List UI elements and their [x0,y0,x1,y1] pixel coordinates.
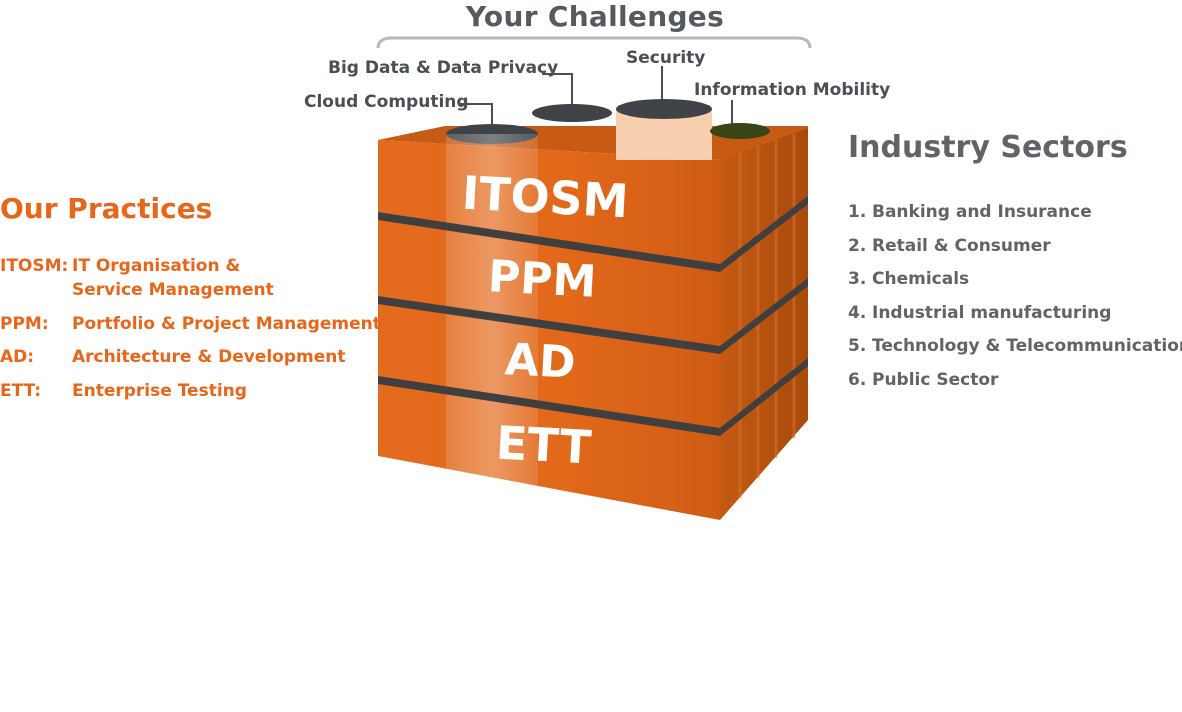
sector-item: 2.Retail & Consumer [848,236,1051,256]
sector-label: Retail & Consumer [872,236,1051,256]
sector-number: 5. [848,336,867,356]
sector-item: 5.Technology & Telecommunications [848,336,1182,356]
sector-number: 3. [848,269,867,289]
sector-number: 4. [848,303,867,323]
sector-item: 4.Industrial manufacturing [848,303,1111,323]
practice-ett: ETT: Enterprise Testing [0,381,360,403]
sector-label: Technology & Telecommunications [872,336,1182,356]
practice-desc: IT Organisation & [72,256,241,276]
challenges-title: Your Challenges [465,0,725,33]
cylinder-security [616,99,712,119]
cube-layer-ad: AD [503,334,577,389]
practice-desc-line2: Service Management [72,280,274,300]
challenge-information-mobility: Information Mobility [694,80,891,100]
sector-number: 1. [848,202,867,222]
practice-desc: Portfolio & Project Management [72,314,381,334]
practice-abbr: AD: [0,347,35,367]
sector-number: 6. [848,370,867,390]
practice-desc: Enterprise Testing [72,381,247,401]
cube-layer-itosm: ITOSM [460,165,630,229]
practice-ppm: PPM: Portfolio & Project Management [0,314,381,336]
challenges-bracket [376,36,812,49]
practice-ad: AD: Architecture & Development [0,347,360,369]
practice-abbr: ETT: [0,381,42,401]
cube-side-ribs [738,134,796,498]
sector-item: 3.Chemicals [848,269,969,289]
cube-layer-ppm: PPM [486,251,598,308]
practice-desc: Architecture & Development [72,347,346,367]
challenge-big-data: Big Data & Data Privacy [328,58,559,78]
sector-item: 1.Banking and Insurance [848,202,1092,222]
sector-label: Chemicals [872,269,970,289]
cylinder-big-data [532,104,612,122]
cube-layer-ett: ETT [494,415,593,475]
sector-number: 2. [848,236,867,256]
sector-label: Banking and Insurance [872,202,1092,222]
cube-side-face [720,128,808,520]
sector-label: Public Sector [872,370,999,390]
connector-lines [458,66,733,126]
challenge-security: Security [626,48,706,68]
sector-label: Industrial manufacturing [872,303,1112,323]
practice-abbr: ITOSM: [0,256,69,276]
practice-itosm: ITOSM: IT Organisation & Service Managem… [0,256,360,304]
layer-separators [378,196,808,436]
challenge-cloud-computing: Cloud Computing [304,92,469,112]
cylinder-information-mobility [710,123,770,139]
practice-abbr: PPM: [0,314,49,334]
sector-item: 6.Public Sector [848,370,998,390]
sectors-title: Industry Sectors [848,130,1128,165]
practices-title: Our Practices [0,192,213,225]
